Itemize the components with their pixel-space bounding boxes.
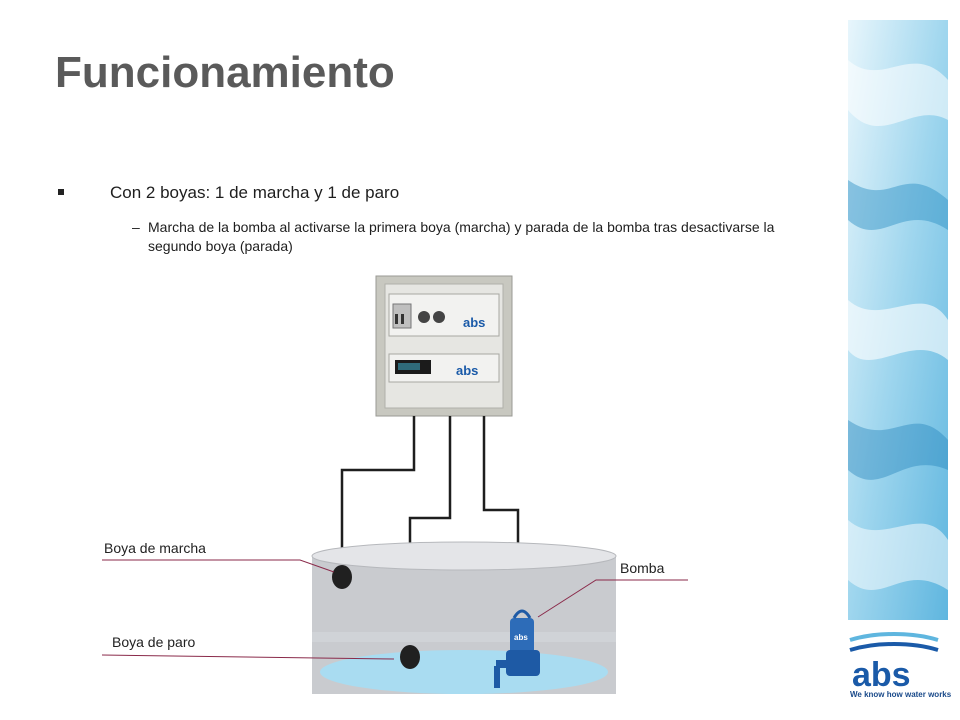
water-strip-decoration (848, 20, 948, 620)
bullet-main-text: Con 2 boyas: 1 de marcha y 1 de paro (110, 183, 400, 202)
label-start-float: Boya de marcha (104, 540, 206, 556)
control-panel (375, 275, 513, 417)
bullet-dash: – (132, 219, 140, 235)
tank (311, 541, 617, 694)
abs-logo-text: abs (852, 656, 911, 694)
pump-brand: abs (514, 633, 528, 642)
label-pump: Bomba (620, 560, 665, 576)
abs-tagline: We know how water works (850, 690, 952, 699)
bullet-main: Con 2 boyas: 1 de marcha y 1 de paro (58, 183, 399, 203)
panel-brand-bottom: abs (456, 363, 478, 378)
abs-logo: abs (849, 632, 939, 694)
leader-lines (101, 559, 688, 660)
bullet-sub: – Marcha de la bomba al activarse la pri… (132, 218, 832, 256)
bullet-sub-text: Marcha de la bomba al activarse la prime… (148, 219, 775, 254)
start-float (332, 565, 352, 589)
label-stop-float: Boya de paro (112, 634, 196, 650)
panel-brand-top: abs (463, 315, 485, 330)
bullet-square-icon (58, 188, 64, 195)
stop-float (400, 645, 420, 669)
page-title: Funcionamiento (55, 48, 395, 97)
pump (494, 609, 540, 688)
